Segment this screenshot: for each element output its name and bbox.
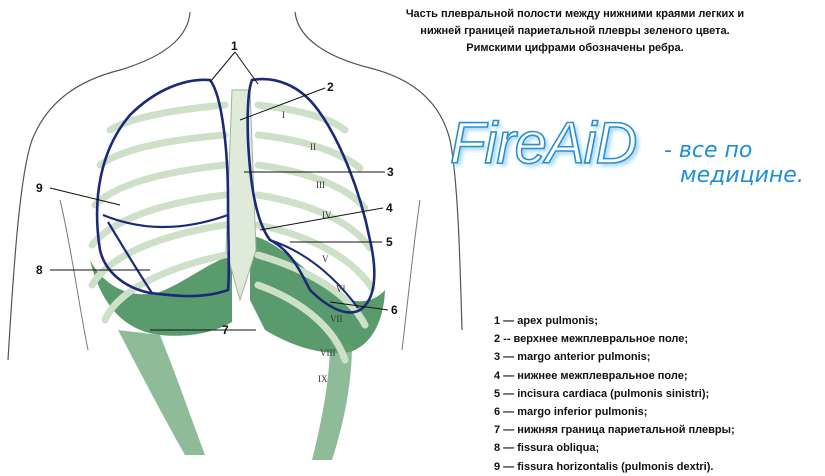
rib-label-VIII: VIII	[320, 348, 336, 358]
brand-tagline-line: - все по	[664, 138, 824, 163]
caption-line: нижней границей париетальной плевры зеле…	[330, 23, 820, 40]
brand-tagline: - все по медицине.	[664, 138, 824, 188]
legend-item: 1 — apex pulmonis;	[494, 312, 824, 330]
legend-item: 3 — margo anterior pulmonis;	[494, 348, 824, 366]
legend-item: 6 — margo inferior pulmonis;	[494, 403, 824, 421]
legend-item: 5 — incisura cardiaca (pulmonis sinistri…	[494, 385, 824, 403]
caption-line: Часть плевральной полости между нижними …	[330, 6, 820, 23]
brand-tagline-line: медицине.	[664, 163, 824, 188]
caption-line: Римскими цифрами обозначены ребра.	[330, 40, 820, 57]
figure-caption: Часть плевральной полости между нижними …	[330, 6, 820, 57]
rib-label-IX: IX	[318, 374, 328, 384]
callout-3: 3	[387, 165, 394, 179]
rib-label-I: I	[282, 110, 285, 120]
rib-label-VII: VII	[330, 314, 343, 324]
callout-5: 5	[386, 235, 393, 249]
rib-label-VI: VI	[336, 284, 346, 294]
callout-2: 2	[327, 80, 334, 94]
brand-watermark: FireAiD - все по медицине.	[450, 110, 820, 205]
brand-logo: FireAiD	[450, 110, 636, 177]
legend-list: 1 — apex pulmonis; 2 -- верхнее межплевр…	[494, 312, 824, 476]
callout-6: 6	[391, 303, 398, 317]
rib-label-III: III	[316, 180, 325, 190]
legend-item: 2 -- верхнее межплевральное поле;	[494, 330, 824, 348]
rib-label-V: V	[322, 254, 329, 264]
rib-label-IV: IV	[322, 210, 332, 220]
legend-item: 7 — нижняя граница париетальной плевры;	[494, 421, 824, 439]
callout-4: 4	[386, 201, 393, 215]
rib-label-II: II	[310, 142, 316, 152]
callout-7: 7	[222, 323, 229, 337]
callout-9: 9	[36, 181, 43, 195]
callout-8: 8	[36, 263, 43, 277]
legend-item: 9 — fissura horizontalis (pulmonis dextr…	[494, 458, 824, 476]
legend-item: 8 — fissura obliqua;	[494, 439, 824, 457]
callout-1: 1	[231, 39, 238, 53]
legend-item: 4 — нижнее межплевральное поле;	[494, 367, 824, 385]
